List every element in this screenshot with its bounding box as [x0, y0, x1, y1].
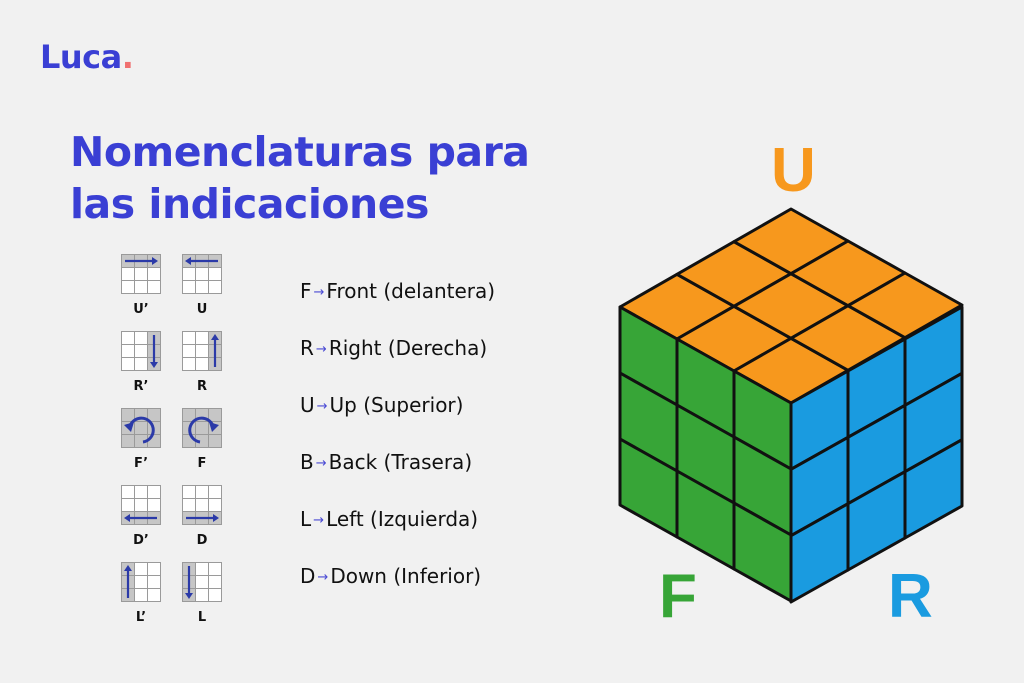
move-label: R’	[133, 379, 149, 394]
move-l-prime: L’	[121, 562, 161, 625]
right-arrow-icon	[182, 485, 222, 525]
move-d: D	[182, 485, 222, 548]
notation-text: Down (Inferior)	[330, 564, 482, 588]
notation-text: Back (Trasera)	[328, 450, 473, 474]
notation-key: R	[300, 336, 314, 360]
move-r: R	[182, 331, 222, 394]
notation-text: Up (Superior)	[329, 393, 464, 417]
move-label: U	[196, 302, 208, 317]
up-face-label: U	[771, 136, 816, 205]
counterclockwise-arrow-icon	[121, 408, 161, 448]
arrow-icon: →	[317, 570, 329, 585]
notation-item-right: R→Right (Derecha)	[300, 333, 487, 363]
move-label: L	[197, 610, 207, 625]
notation-key: F	[300, 279, 312, 303]
arrow-icon: →	[313, 285, 325, 300]
logo-dot: .	[121, 38, 134, 76]
notation-item-down: D→Down (Inferior)	[300, 561, 481, 591]
front-face-label: F	[659, 562, 697, 631]
clockwise-arrow-icon	[182, 408, 222, 448]
notation-key: L	[300, 507, 312, 531]
notation-text: Front (delantera)	[326, 279, 496, 303]
right-face	[789, 305, 964, 604]
front-face	[618, 305, 793, 603]
move-label: F’	[133, 456, 149, 471]
move-label: D’	[133, 533, 149, 548]
down-arrow-icon	[182, 562, 222, 602]
notation-item-left: L→Left (Izquierda)	[300, 504, 478, 534]
page-title: Nomenclaturas para las indicaciones	[70, 126, 530, 230]
notation-key: U	[300, 393, 315, 417]
logo-text: Luca	[40, 38, 122, 76]
luca-logo: Luca.	[40, 38, 134, 76]
move-label: D	[196, 533, 208, 548]
arrow-icon: →	[315, 342, 327, 357]
up-arrow-icon	[121, 562, 161, 602]
move-label: R	[196, 379, 207, 394]
arrow-icon: →	[315, 456, 327, 471]
move-u: U	[182, 254, 222, 317]
arrow-icon: →	[313, 513, 325, 528]
right-arrow-icon	[121, 254, 161, 294]
move-d-prime: D’	[121, 485, 161, 548]
title-line-1: Nomenclaturas para	[70, 128, 530, 176]
move-label: U’	[133, 302, 149, 317]
notation-item-up: U→Up (Superior)	[300, 390, 463, 420]
left-arrow-icon	[182, 254, 222, 294]
notation-key: B	[300, 450, 314, 474]
right-face-label: R	[888, 562, 933, 631]
move-f: F	[182, 408, 222, 471]
left-arrow-icon	[121, 485, 161, 525]
notation-key: D	[300, 564, 316, 588]
down-arrow-icon	[121, 331, 161, 371]
title-line-2: las indicaciones	[70, 180, 429, 228]
notation-text: Left (Izquierda)	[326, 507, 479, 531]
move-f-prime: F’	[121, 408, 161, 471]
move-label: F	[197, 456, 207, 471]
arrow-icon: →	[316, 399, 328, 414]
move-u-prime: U’	[121, 254, 161, 317]
notation-item-front: F→Front (delantera)	[300, 276, 495, 306]
move-label: L’	[135, 610, 147, 625]
move-l: L	[182, 562, 222, 625]
move-r-prime: R’	[121, 331, 161, 394]
notation-item-back: B→Back (Trasera)	[300, 447, 472, 477]
notation-text: Right (Derecha)	[328, 336, 488, 360]
up-arrow-icon	[182, 331, 222, 371]
